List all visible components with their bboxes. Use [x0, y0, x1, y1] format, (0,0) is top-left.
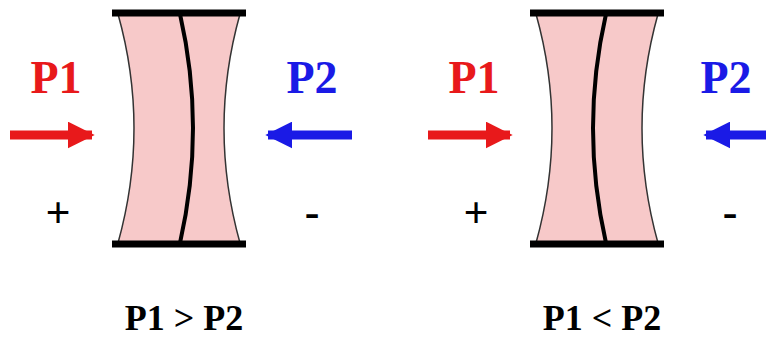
- chamber-right: [428, 13, 766, 244]
- polarity-sign: -: [723, 191, 738, 235]
- polarity-sign: +: [45, 191, 70, 235]
- polarity-sign: -: [305, 191, 320, 235]
- pressure-label: P2: [286, 55, 337, 101]
- pressure-label: P1: [30, 55, 81, 101]
- condition-caption: P1 > P2: [125, 300, 244, 336]
- pressure-label: P2: [700, 55, 751, 101]
- polarity-sign: +: [463, 191, 488, 235]
- condition-caption: P1 < P2: [543, 300, 662, 336]
- pressure-label: P1: [448, 55, 499, 101]
- chamber-left: [10, 13, 352, 244]
